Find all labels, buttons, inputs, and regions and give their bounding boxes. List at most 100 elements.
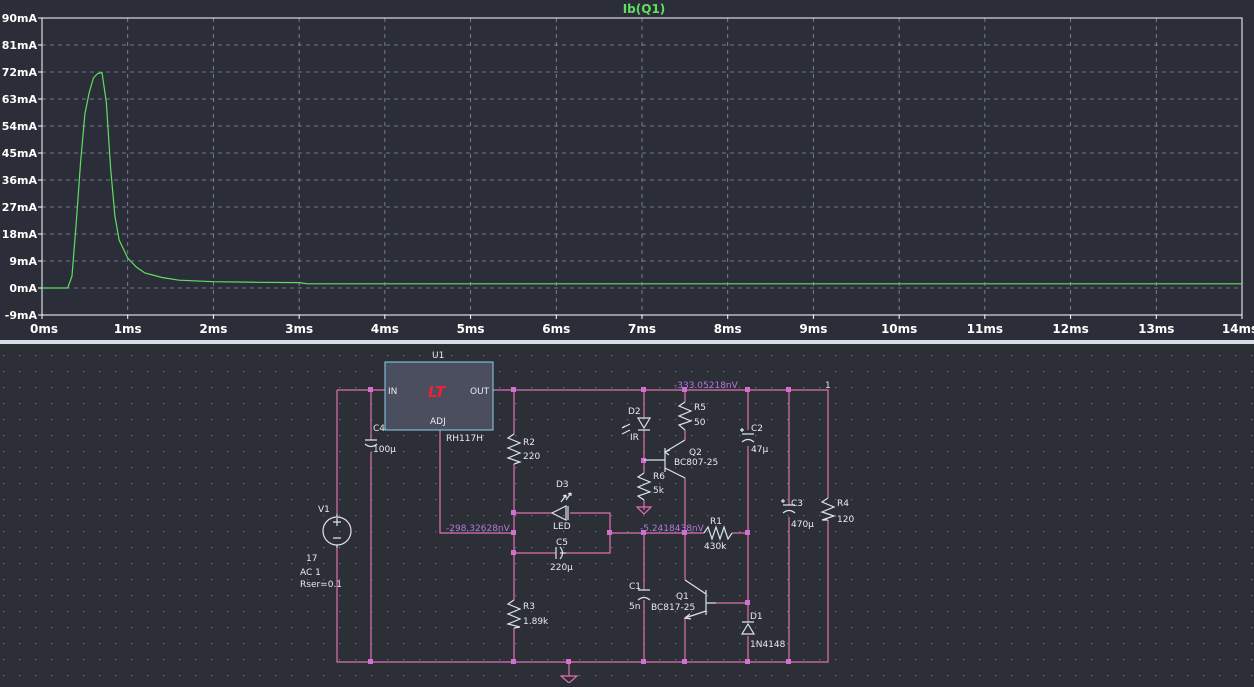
- c1-ref[interactable]: C1: [629, 582, 641, 592]
- x-tick-label: 5ms: [457, 322, 485, 336]
- r4-ref[interactable]: R4: [837, 499, 849, 509]
- pane-splitter[interactable]: [0, 340, 1254, 344]
- trace-label-ib-q1[interactable]: Ib(Q1): [623, 2, 666, 16]
- capacitor-c2-symbol: [740, 428, 755, 443]
- resistor-r4-symbol: [820, 497, 836, 521]
- y-tick-label: 45mA: [2, 147, 38, 160]
- y-tick-label: 36mA: [2, 174, 38, 187]
- ground-main-symbol: [559, 675, 579, 684]
- q1-value[interactable]: BC817-25: [651, 603, 695, 613]
- u1-model: RH117H: [446, 434, 483, 444]
- y-tick-label: 54mA: [2, 120, 38, 133]
- x-tick-label: 10ms: [881, 322, 917, 336]
- schematic-editor[interactable]: U1 IN OUT ADJ LT RH117H: [0, 344, 1254, 684]
- y-tick-label: 90mA: [2, 12, 38, 25]
- v1-rser[interactable]: Rser=0.1: [300, 580, 342, 590]
- resistor-r1-symbol: [703, 525, 733, 541]
- net-voltage-adj[interactable]: -298.32628nV: [446, 524, 511, 534]
- trace-ib-q1: [42, 71, 1242, 289]
- r3-value[interactable]: 1.89k: [523, 617, 549, 627]
- d2-ref[interactable]: D2: [628, 407, 641, 417]
- c5-value[interactable]: 220µ: [550, 563, 573, 573]
- u1-pin-adj: ADJ: [430, 417, 446, 427]
- y-tick-label: 0mA: [9, 282, 37, 295]
- resistor-r2-symbol: [506, 433, 522, 465]
- x-tick-label: 6ms: [542, 322, 570, 336]
- d1-ref[interactable]: D1: [750, 612, 763, 622]
- transistor-q2-symbol: [644, 439, 686, 479]
- wire-junctions: [368, 387, 791, 664]
- r1-value[interactable]: 430k: [704, 542, 727, 552]
- x-tick-label: 8ms: [714, 322, 742, 336]
- x-tick-label: 9ms: [799, 322, 827, 336]
- x-tick-label: 11ms: [967, 322, 1003, 336]
- c1-value[interactable]: 5n: [629, 602, 640, 612]
- c2-value[interactable]: 47µ: [751, 445, 768, 455]
- waveform-plot[interactable]: 90mA81mA72mA63mA54mA45mA36mA27mA18mA9mA0…: [0, 0, 1254, 340]
- c4-ref[interactable]: C4: [373, 424, 385, 434]
- x-tick-label: 2ms: [199, 322, 227, 336]
- resistor-r6-symbol: [636, 472, 652, 501]
- r1-ref[interactable]: R1: [710, 517, 722, 527]
- u1-ref: U1: [432, 351, 444, 361]
- net-voltage-labels: -333.05218nV -298.32628nV -5.2418438nV 1: [446, 381, 831, 534]
- r6-ref[interactable]: R6: [653, 472, 665, 482]
- x-tick-label: 12ms: [1052, 322, 1088, 336]
- v1-ref[interactable]: V1: [318, 505, 330, 515]
- q1-ref[interactable]: Q1: [676, 592, 689, 602]
- c3-ref[interactable]: C3: [791, 499, 803, 509]
- plot-grid: [42, 18, 1242, 315]
- r4-value[interactable]: 120: [837, 515, 854, 525]
- c5-ref[interactable]: C5: [556, 538, 568, 548]
- linear-technology-logo: LT: [428, 383, 447, 401]
- r3-ref[interactable]: R3: [523, 602, 535, 612]
- y-tick-label: 18mA: [2, 228, 38, 241]
- x-tick-label: 14ms: [1222, 322, 1254, 336]
- u1-pin-out: OUT: [470, 387, 490, 397]
- x-tick-label: 0ms: [30, 322, 58, 336]
- x-tick-label: 3ms: [285, 322, 313, 336]
- capacitor-c3-symbol: [781, 499, 796, 514]
- x-tick-label: 1ms: [114, 322, 142, 336]
- r5-value[interactable]: 50: [694, 418, 706, 428]
- c2-ref[interactable]: C2: [751, 424, 763, 434]
- component-symbols: [322, 401, 836, 684]
- r2-ref[interactable]: R2: [523, 438, 535, 448]
- capacitor-c1-symbol: [637, 589, 651, 601]
- r5-ref[interactable]: R5: [694, 403, 706, 413]
- regulator-u1[interactable]: U1 IN OUT ADJ LT RH117H: [384, 351, 494, 444]
- v1-ac[interactable]: AC 1: [300, 568, 321, 578]
- capacitor-c5-symbol: [555, 546, 566, 560]
- net-label-1[interactable]: 1: [825, 381, 831, 391]
- y-axis-ticks: 90mA81mA72mA63mA54mA45mA36mA27mA18mA9mA0…: [2, 12, 42, 322]
- led-d3-symbol: [550, 492, 572, 521]
- net-voltage-mid[interactable]: -5.2418438nV: [640, 524, 705, 534]
- r2-value[interactable]: 220: [523, 452, 540, 462]
- d1-value[interactable]: 1N4148: [750, 640, 786, 650]
- c3-value[interactable]: 470µ: [791, 520, 814, 530]
- x-tick-label: 13ms: [1138, 322, 1174, 336]
- u1-pin-in: IN: [388, 387, 397, 397]
- series-line-0[interactable]: [42, 71, 1242, 289]
- component-labels: C4 100µ V1 17 AC 1 Rser=0.1 R2 220 R3 1.…: [300, 403, 854, 650]
- d3-ref[interactable]: D3: [556, 480, 569, 490]
- y-tick-label: 9mA: [9, 255, 37, 268]
- y-tick-label: 27mA: [2, 201, 38, 214]
- ground-r6-symbol: [635, 506, 653, 515]
- schematic-canvas[interactable]: U1 IN OUT ADJ LT RH117H: [0, 344, 1254, 684]
- x-tick-label: 4ms: [371, 322, 399, 336]
- d3-value[interactable]: LED: [553, 522, 571, 532]
- q2-ref[interactable]: Q2: [689, 448, 702, 458]
- v1-value[interactable]: 17: [306, 554, 317, 564]
- r6-value[interactable]: 5k: [653, 486, 665, 496]
- voltage-source-v1-symbol: [322, 514, 352, 548]
- y-tick-label: -9mA: [5, 309, 38, 322]
- net-voltage-top[interactable]: -333.05218nV: [674, 381, 739, 391]
- q2-value[interactable]: BC807-25: [674, 458, 718, 468]
- c4-value[interactable]: 100µ: [373, 445, 396, 455]
- y-tick-label: 81mA: [2, 39, 38, 52]
- d2-value[interactable]: IR: [630, 433, 639, 443]
